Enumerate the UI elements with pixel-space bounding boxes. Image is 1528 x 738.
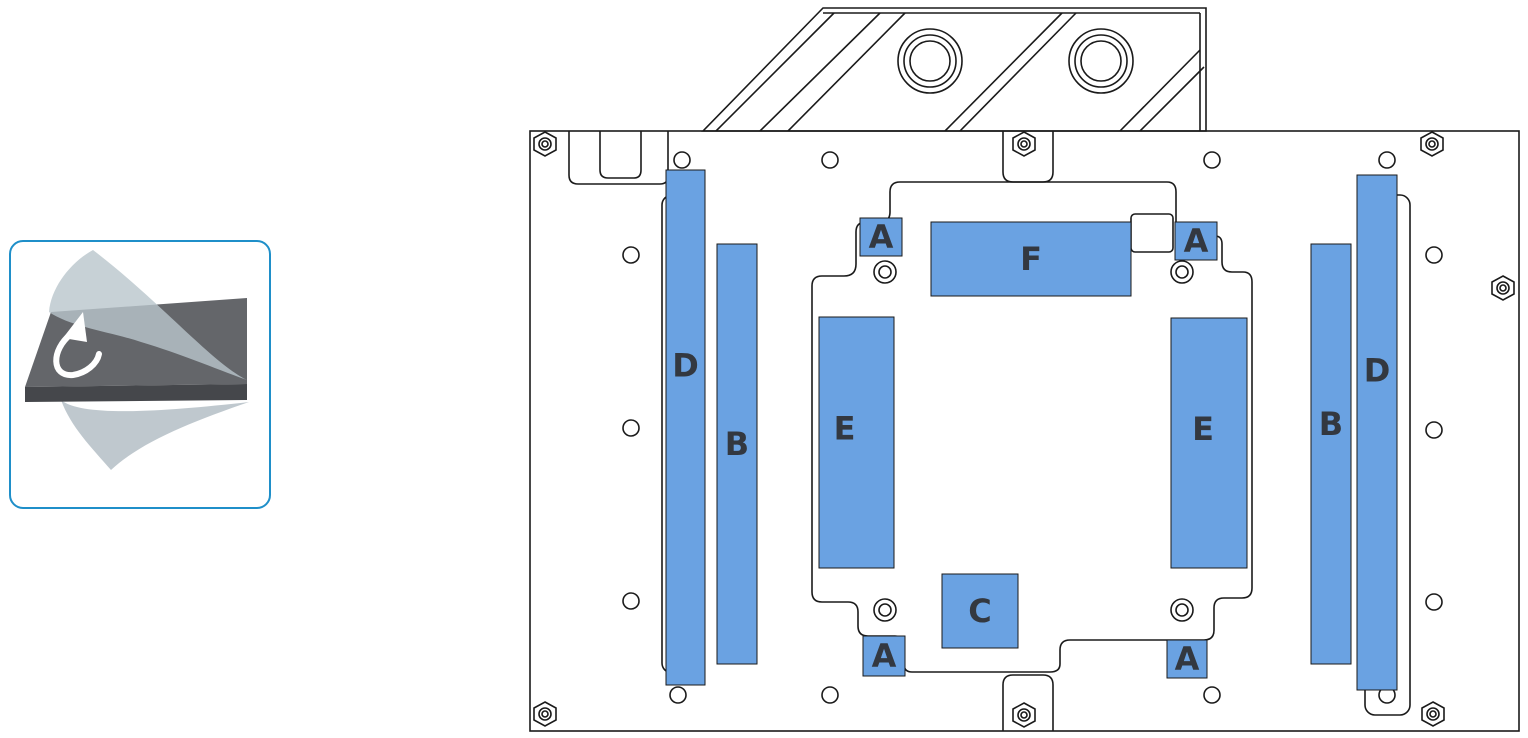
pad-b-right: B bbox=[1310, 243, 1352, 665]
pad-b-left-label: B bbox=[725, 425, 749, 463]
pad-e-left-label: E bbox=[834, 410, 856, 448]
film-upper-sheet bbox=[49, 250, 247, 380]
mounting-holes bbox=[622, 151, 1443, 704]
pad-f-label: F bbox=[1020, 240, 1042, 278]
pad-e-right: E bbox=[1170, 317, 1248, 569]
pad-b-left: B bbox=[716, 243, 758, 665]
pad-e-left-rect bbox=[818, 316, 895, 569]
pad-f: F bbox=[930, 221, 1132, 297]
pad-block-side bbox=[25, 384, 247, 402]
pad-b-right-label: B bbox=[1319, 405, 1343, 443]
pad-e-right-label: E bbox=[1192, 410, 1214, 448]
pad-d-right: D bbox=[1356, 174, 1398, 691]
pad-d-left-label: D bbox=[672, 347, 699, 385]
pad-a-bottom-left-rect bbox=[862, 635, 906, 677]
peel-arrow-icon bbox=[53, 331, 102, 379]
pad-d-right-rect bbox=[1356, 174, 1398, 691]
pad-c-label: C bbox=[968, 592, 991, 630]
pad-a-bottom-right-rect bbox=[1166, 639, 1208, 679]
pad-e-right-rect bbox=[1170, 317, 1248, 569]
pad-a-top-left-rect bbox=[859, 217, 903, 257]
inner-frame bbox=[811, 181, 1253, 673]
pad-e-left: E bbox=[818, 316, 895, 569]
pad-d-left: D bbox=[665, 169, 706, 686]
pad-a-top-left-label: A bbox=[869, 218, 894, 256]
core-screws bbox=[873, 260, 1194, 622]
pad-a-bottom-left: A bbox=[862, 635, 906, 677]
pad-c-rect bbox=[941, 573, 1019, 649]
pad-a-top-left: A bbox=[859, 217, 903, 257]
pad-a-top-right-label: A bbox=[1184, 222, 1209, 260]
thermal-pads: A A A A B B C D D E E F bbox=[665, 169, 1398, 691]
pad-a-bottom-right-label: A bbox=[1175, 640, 1200, 678]
pad-a-bottom-right: A bbox=[1166, 639, 1208, 679]
peel-protective-film-icon bbox=[25, 250, 249, 470]
pad-c: C bbox=[941, 573, 1019, 649]
film-lower-sheet bbox=[61, 400, 249, 470]
pad-d-left-rect bbox=[665, 169, 706, 686]
pad-d-right-label: D bbox=[1364, 352, 1391, 390]
pad-b-right-rect bbox=[1310, 243, 1352, 665]
terminal-block bbox=[701, 7, 1207, 132]
pad-a-top-right: A bbox=[1174, 221, 1218, 261]
backplate-body bbox=[529, 130, 1520, 732]
pad-f-rect bbox=[930, 221, 1132, 297]
pad-a-top-right-rect bbox=[1174, 221, 1218, 261]
top-left-notch bbox=[568, 131, 669, 185]
pad-b-left-rect bbox=[716, 243, 758, 665]
pad-a-bottom-left-label: A bbox=[872, 637, 897, 675]
corner-screws bbox=[533, 131, 1515, 728]
peel-arrow-head-icon bbox=[63, 312, 87, 342]
peel-film-inset bbox=[9, 240, 271, 509]
